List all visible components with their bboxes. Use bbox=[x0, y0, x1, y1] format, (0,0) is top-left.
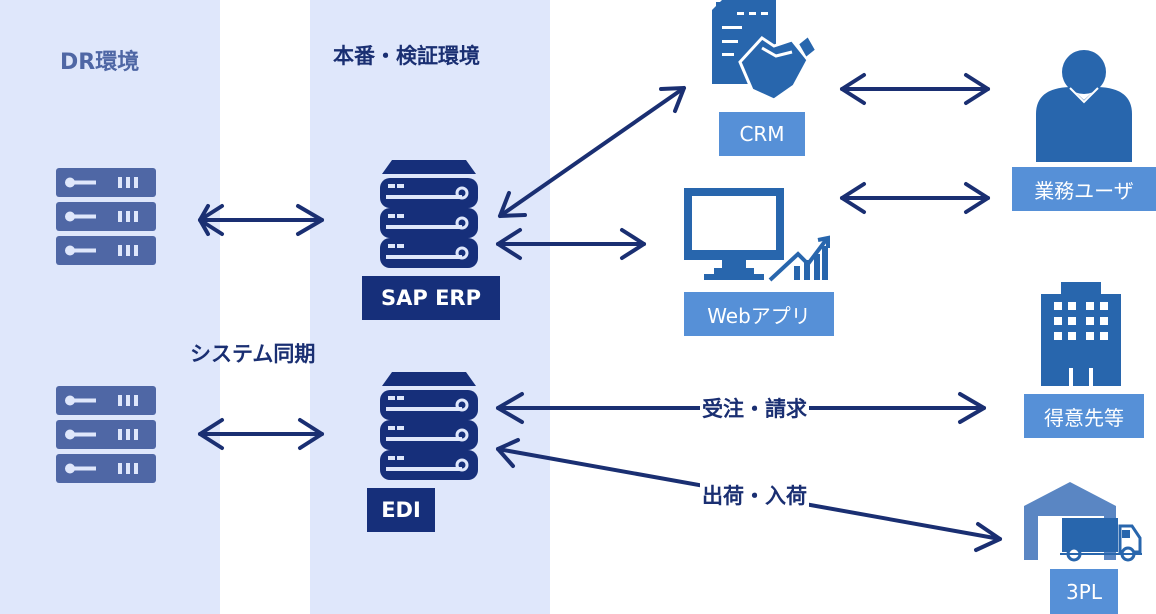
sync-arrow-sap bbox=[198, 204, 324, 236]
dr-zone-title: DR環境 bbox=[60, 50, 140, 75]
person-icon bbox=[1036, 50, 1132, 162]
monitor-chart-icon bbox=[684, 188, 830, 282]
sap-erp-label: SAP ERP bbox=[362, 276, 500, 320]
dr-environment-zone bbox=[0, 0, 220, 614]
webapp-label: Webアプリ bbox=[684, 292, 834, 336]
clients-label: 得意先等 bbox=[1024, 394, 1144, 438]
document-handshake-icon bbox=[712, 0, 818, 102]
arrow-sap-webapp bbox=[496, 228, 646, 260]
3pl-label: 3PL bbox=[1050, 569, 1118, 614]
building-icon bbox=[1041, 282, 1121, 386]
dr-server-1-icon bbox=[56, 168, 156, 265]
order-billing-flow-label: 受注・請求 bbox=[700, 393, 809, 423]
arrow-sap-crm bbox=[498, 86, 686, 218]
production-zone-title: 本番・検証環境 bbox=[333, 44, 480, 68]
shipping-receiving-flow-label: 出荷・入荷 bbox=[700, 480, 809, 510]
business-user-label: 業務ユーザ bbox=[1012, 167, 1156, 211]
sap-server-icon bbox=[378, 158, 480, 270]
crm-label: CRM bbox=[719, 112, 805, 156]
edi-server-icon bbox=[378, 370, 480, 482]
arrow-crm-users bbox=[840, 73, 990, 105]
sync-arrow-edi bbox=[198, 418, 324, 450]
edi-label: EDI bbox=[367, 488, 435, 532]
dr-server-2-icon bbox=[56, 386, 156, 483]
arrow-webapp-users bbox=[840, 182, 990, 214]
warehouse-truck-icon bbox=[1024, 482, 1142, 562]
system-sync-label: システム同期 bbox=[190, 342, 316, 366]
